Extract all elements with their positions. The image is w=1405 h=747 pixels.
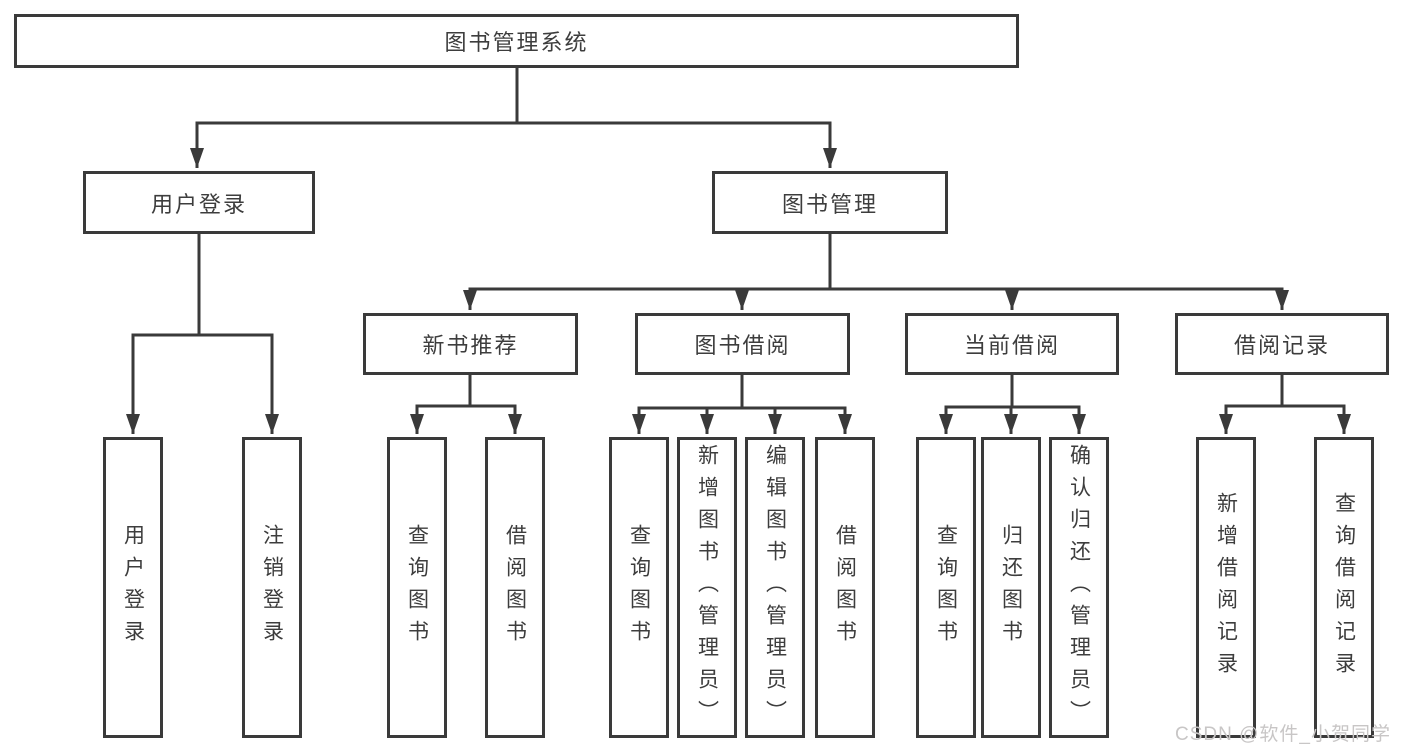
node-new-book-recommend: 新书推荐 bbox=[363, 313, 578, 375]
node-user-login: 用户登录 bbox=[83, 171, 315, 234]
leaf-label: 注销登录 bbox=[260, 523, 284, 652]
leaf-label: 归还图书 bbox=[999, 523, 1023, 652]
leaf-query-books-current: 查询图书 bbox=[916, 437, 976, 738]
leaf-edit-books-admin: 编辑图书（管理员） bbox=[745, 437, 805, 738]
leaf-return-books: 归还图书 bbox=[981, 437, 1041, 738]
leaf-user-login: 用户登录 bbox=[103, 437, 163, 738]
node-library-system: 图书管理系统 bbox=[14, 14, 1019, 68]
leaf-label: 借阅图书 bbox=[503, 523, 527, 652]
leaf-label: 查询图书 bbox=[405, 523, 429, 652]
leaf-label: 编辑图书（管理员） bbox=[763, 443, 787, 732]
leaf-add-books-admin: 新增图书（管理员） bbox=[677, 437, 737, 738]
leaf-borrow-books-recommend: 借阅图书 bbox=[485, 437, 545, 738]
leaf-query-books-recommend: 查询图书 bbox=[387, 437, 447, 738]
leaf-label: 查询借阅记录 bbox=[1332, 491, 1356, 684]
leaf-label: 查询图书 bbox=[627, 523, 651, 652]
leaf-query-books-borrow: 查询图书 bbox=[609, 437, 669, 738]
node-book-borrowing: 图书借阅 bbox=[635, 313, 850, 375]
leaf-label: 新增图书（管理员） bbox=[695, 443, 719, 732]
node-book-management: 图书管理 bbox=[712, 171, 948, 234]
leaf-borrow-books-borrow: 借阅图书 bbox=[815, 437, 875, 738]
leaf-label: 新增借阅记录 bbox=[1214, 491, 1238, 684]
leaf-label: 查询图书 bbox=[934, 523, 958, 652]
leaf-label: 确认归还（管理员） bbox=[1067, 443, 1091, 732]
node-borrow-records: 借阅记录 bbox=[1175, 313, 1389, 375]
watermark: CSDN @软件_小贺同学 bbox=[1175, 724, 1391, 745]
leaf-label: 用户登录 bbox=[121, 523, 145, 652]
leaf-confirm-return-admin: 确认归还（管理员） bbox=[1049, 437, 1109, 738]
leaf-add-borrow-record: 新增借阅记录 bbox=[1196, 437, 1256, 738]
node-current-borrowing: 当前借阅 bbox=[905, 313, 1119, 375]
leaf-label: 借阅图书 bbox=[833, 523, 857, 652]
leaf-query-borrow-record: 查询借阅记录 bbox=[1314, 437, 1374, 738]
leaf-logout: 注销登录 bbox=[242, 437, 302, 738]
